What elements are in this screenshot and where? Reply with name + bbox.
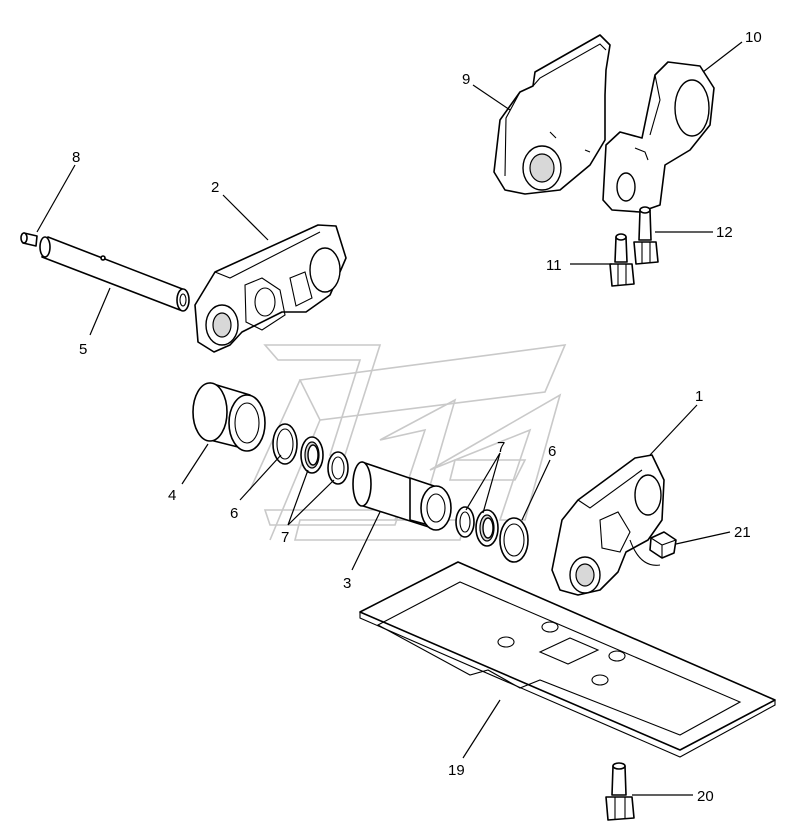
leader-10 xyxy=(702,41,743,73)
callout-1: 1 xyxy=(695,388,703,405)
leader-7a xyxy=(287,469,335,526)
leader-3 xyxy=(351,511,381,571)
leader-2 xyxy=(222,194,269,241)
leader-6a xyxy=(239,454,282,501)
part-1-track-link xyxy=(551,454,665,596)
callout-9: 9 xyxy=(462,71,470,88)
leader-lines xyxy=(36,41,743,796)
callout-11: 11 xyxy=(546,257,562,274)
part-10-master-link xyxy=(602,61,715,213)
leader-7b xyxy=(465,452,501,514)
part-3-shaft xyxy=(352,461,452,531)
part-4-bushing xyxy=(192,382,266,452)
leader-5 xyxy=(89,287,111,336)
leader-4 xyxy=(181,443,209,485)
callout-7a: 7 xyxy=(281,529,289,546)
leader-9 xyxy=(472,84,511,111)
callout-8: 8 xyxy=(72,149,80,166)
part-7-ring-left-a xyxy=(300,436,324,474)
callout-20: 20 xyxy=(697,788,714,805)
callout-7b: 7 xyxy=(497,439,505,456)
leader-1 xyxy=(649,404,698,456)
callout-21: 21 xyxy=(734,524,751,541)
part-7-ring-left-b xyxy=(327,451,349,485)
part-5-track-pin xyxy=(39,236,190,312)
part-7-ring-right-b xyxy=(475,509,499,547)
callout-2: 2 xyxy=(211,179,219,196)
callout-3: 3 xyxy=(343,575,351,592)
part-11-bolt xyxy=(609,233,635,287)
callout-6b: 6 xyxy=(548,443,556,460)
leader-6b xyxy=(521,459,551,521)
callout-4: 4 xyxy=(168,487,176,504)
callout-6a: 6 xyxy=(230,505,238,522)
callout-10: 10 xyxy=(745,29,762,46)
part-12-bolt xyxy=(633,206,659,265)
part-7-ring-right-a xyxy=(455,506,475,538)
part-20-bolt xyxy=(605,762,635,821)
part-8-pin xyxy=(20,232,38,247)
leader-8 xyxy=(36,164,76,233)
callout-5: 5 xyxy=(79,341,87,358)
callout-labels: 1 2 3 4 5 6 6 7 7 8 9 10 11 12 19 20 21 xyxy=(72,29,762,805)
callout-19: 19 xyxy=(448,762,465,779)
part-9-master-link xyxy=(493,34,611,195)
part-2-track-link xyxy=(194,224,347,353)
part-6-seal-left xyxy=(272,423,298,465)
callout-12: 12 xyxy=(716,224,733,241)
part-21-nut xyxy=(649,531,677,559)
part-6-seal-right xyxy=(499,517,529,563)
part-19-track-shoe xyxy=(359,561,776,758)
leader-21 xyxy=(675,531,731,545)
leader-19 xyxy=(462,699,501,759)
